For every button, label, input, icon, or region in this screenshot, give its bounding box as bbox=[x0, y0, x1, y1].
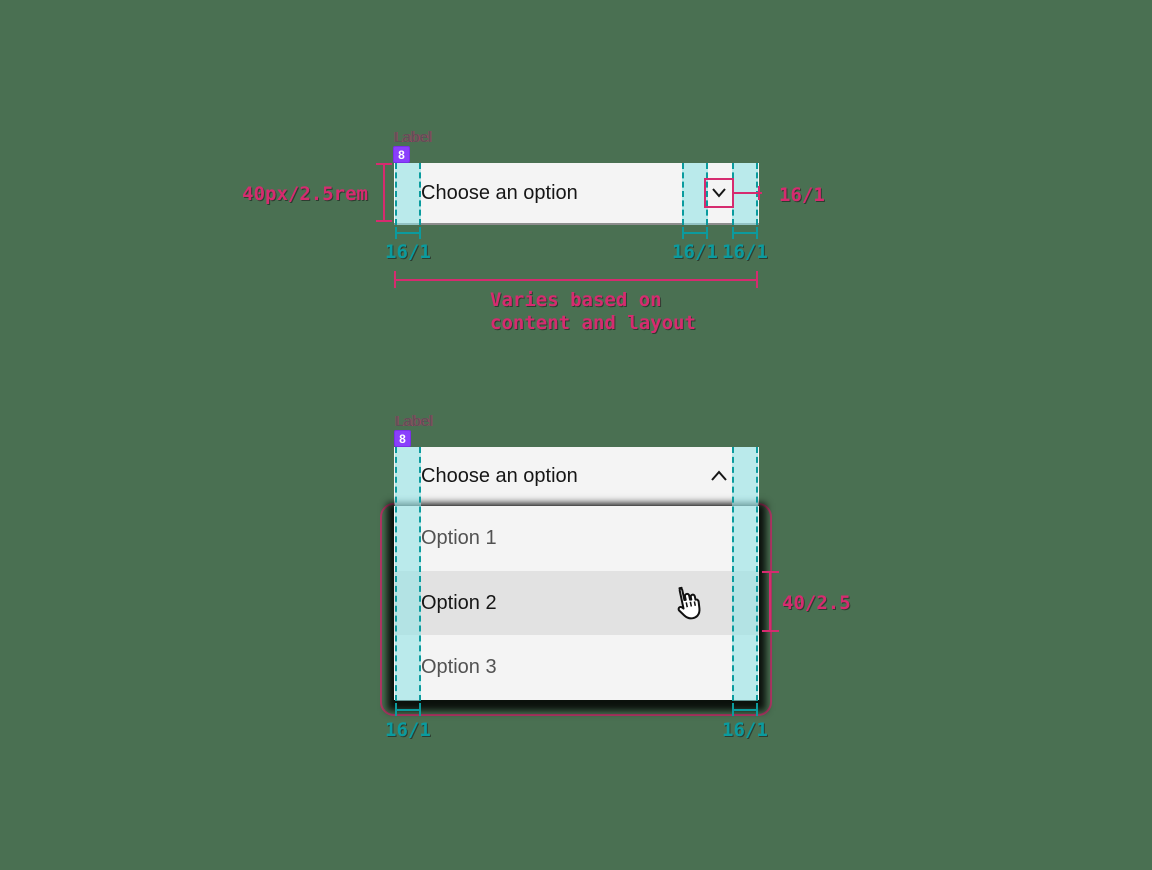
inner-right-padding-bracket-tick bbox=[706, 227, 708, 239]
open-right-padding-bracket-tick bbox=[732, 703, 734, 716]
right-padding-annotation: 16/1 bbox=[722, 241, 768, 263]
inner-right-padding-bracket bbox=[682, 232, 708, 234]
right-padding-bracket-tick bbox=[732, 227, 734, 239]
open-left-padding-annotation: 16/1 bbox=[385, 719, 431, 741]
spacing-token-badge: 8 bbox=[393, 146, 410, 163]
chevron-down-icon bbox=[712, 188, 726, 198]
chevron-annotation-box bbox=[704, 178, 734, 208]
open-right-padding-bracket-tick bbox=[756, 703, 758, 716]
left-padding-bracket-tick bbox=[419, 227, 421, 239]
spacing-token-badge-open: 8 bbox=[394, 430, 411, 447]
option-height-annotation: 40/2.5 bbox=[782, 592, 851, 614]
padding-overlay-right bbox=[732, 163, 758, 225]
field-height-annotation: 40px/2.5rem bbox=[242, 183, 368, 205]
left-padding-bracket-tick bbox=[395, 227, 397, 239]
inner-right-padding-annotation: 16/1 bbox=[672, 241, 718, 263]
open-left-padding-bracket bbox=[395, 709, 421, 711]
left-padding-bracket bbox=[395, 232, 421, 234]
height-ibeam-cap-top bbox=[376, 163, 392, 165]
padding-overlay-inner-right bbox=[682, 163, 708, 225]
height-ibeam-cap-bottom bbox=[376, 220, 392, 222]
dropdown-menu: Option 1 Option 2 Option 3 bbox=[394, 506, 759, 700]
right-padding-bracket bbox=[732, 232, 758, 234]
option-height-ibeam-cap-top bbox=[762, 571, 779, 573]
dropdown-label: Label bbox=[394, 129, 432, 146]
left-padding-annotation: 16/1 bbox=[385, 241, 431, 263]
chevron-up-icon bbox=[711, 470, 727, 481]
width-ibeam-cap-left bbox=[394, 271, 396, 288]
dropdown-value: Choose an option bbox=[421, 181, 578, 204]
option-height-ibeam-line bbox=[769, 572, 771, 632]
padding-overlay-open-left bbox=[395, 447, 421, 701]
open-right-padding-annotation: 16/1 bbox=[722, 719, 768, 741]
chevron-size-annotation: 16/1 bbox=[779, 184, 825, 206]
width-note-line2: content and layout bbox=[490, 312, 696, 334]
dropdown-value-open: Choose an option bbox=[421, 464, 578, 487]
chevron-callout-line bbox=[734, 192, 762, 194]
height-ibeam-line bbox=[383, 164, 385, 222]
menu-option-3[interactable]: Option 3 bbox=[421, 656, 497, 679]
open-left-padding-bracket-tick bbox=[395, 703, 397, 716]
inner-right-padding-bracket-tick bbox=[682, 227, 684, 239]
padding-overlay-open-right bbox=[732, 447, 758, 701]
width-note-line1: Varies based on bbox=[490, 289, 662, 311]
chevron-callout-tick bbox=[758, 186, 760, 200]
right-padding-bracket-tick bbox=[756, 227, 758, 239]
width-ibeam-line bbox=[394, 279, 758, 281]
dropdown-label-open: Label bbox=[395, 413, 433, 430]
open-left-padding-bracket-tick bbox=[419, 703, 421, 716]
open-right-padding-bracket bbox=[732, 709, 758, 711]
hand-cursor-icon bbox=[677, 586, 701, 620]
width-note: Varies based on content and layout bbox=[490, 289, 696, 335]
padding-overlay-left bbox=[395, 163, 421, 225]
option-height-ibeam-cap-bottom bbox=[762, 630, 779, 632]
menu-option-1[interactable]: Option 1 bbox=[421, 526, 497, 549]
width-ibeam-cap-right bbox=[756, 271, 758, 288]
dropdown-field-open[interactable]: Choose an option bbox=[394, 447, 759, 506]
